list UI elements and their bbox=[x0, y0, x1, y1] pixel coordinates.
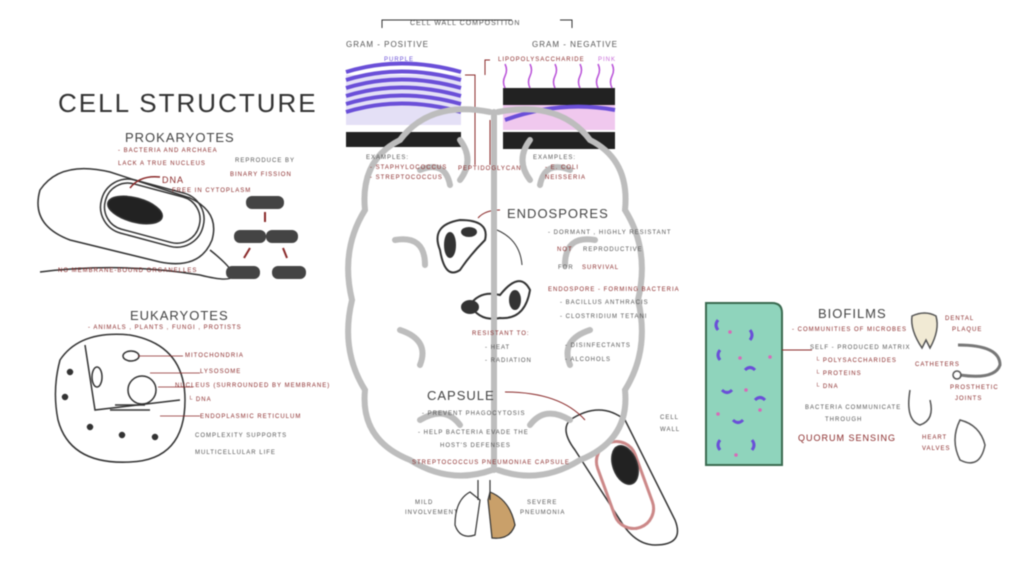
prokaryote-note: - bacteria and archaea bbox=[118, 148, 218, 154]
nucleus-label: nucleus (surrounded by membrane) bbox=[175, 383, 331, 389]
mitochondria-label: mitochondria bbox=[185, 353, 244, 359]
endospore-example: - Clostridium tetani bbox=[560, 314, 648, 320]
heart-valves-label: valves bbox=[922, 446, 951, 452]
capsule-bacterium-illustration bbox=[504, 391, 679, 546]
brain-outline-overlay bbox=[345, 106, 645, 479]
page-title: Cell Structure bbox=[58, 88, 318, 118]
severe-label: pneumonia bbox=[520, 510, 566, 516]
gram-positive-example: - Streptococcus bbox=[370, 175, 443, 181]
biofilm-note: self - produced matrix bbox=[810, 345, 911, 351]
endospores-heading: Endospores bbox=[507, 206, 609, 221]
endospore-forming-label: endospore - forming bacteria bbox=[548, 287, 680, 293]
gram-negative-label: Gram - Negative bbox=[532, 40, 618, 49]
purple-label: Purple bbox=[384, 57, 415, 63]
biofilms-heading: Biofilms bbox=[818, 306, 887, 321]
biofilm-note: through bbox=[825, 417, 863, 423]
severe-label: severe bbox=[527, 500, 558, 506]
gram-negative-example: - E. coli bbox=[545, 165, 580, 171]
nucleus-dna-label: └ DNA bbox=[188, 397, 212, 403]
capsule-note: - help bacteria evade the bbox=[418, 430, 529, 436]
examples-label: Examples: bbox=[533, 155, 577, 161]
prokaryote-note: lack a true nucleus bbox=[118, 161, 206, 167]
cell-wall-label: Cell bbox=[660, 415, 680, 421]
resistant-label: resistant to: bbox=[472, 331, 530, 337]
eukaryote-illustration bbox=[54, 333, 200, 463]
biofilm-illustration bbox=[705, 302, 812, 466]
prokaryotes-heading: Prokaryotes bbox=[125, 130, 235, 145]
endospore-illustration bbox=[436, 209, 532, 320]
endospore-example: - Bacillus anthracis bbox=[560, 300, 649, 306]
binary-fission-label: Binary Fission bbox=[230, 172, 292, 178]
endospore-note: - dormant , highly resistant bbox=[548, 230, 672, 236]
capsule-note: - prevent phagocytosis bbox=[422, 411, 526, 417]
organelles-note: no membrane-bound organelles bbox=[58, 268, 198, 274]
s-pneumoniae-label: Streptococcus pneumoniae capsule bbox=[412, 460, 570, 466]
resistance-item: - radiation bbox=[485, 358, 532, 364]
prokaryote-illustration bbox=[37, 167, 234, 280]
dental-plaque-label: dental bbox=[945, 316, 975, 322]
biofilm-note: bacteria communicate bbox=[805, 405, 902, 411]
er-label: endoplasmic reticulum bbox=[200, 414, 302, 420]
biofilm-note: - communities of microbes bbox=[792, 327, 907, 333]
medical-device-illustrations bbox=[908, 312, 1002, 464]
cell-wall-label: wall bbox=[660, 427, 681, 433]
capsule-heading: Capsule bbox=[427, 388, 495, 403]
endospore-note: reproductive bbox=[583, 247, 643, 253]
examples-label: Examples: bbox=[366, 155, 410, 161]
prosthetic-joints-label: prosthetic bbox=[950, 385, 999, 391]
pink-label: Pink bbox=[598, 57, 617, 63]
gram-negative-example: Neisseria bbox=[545, 175, 587, 181]
binary-fission-illustration bbox=[226, 196, 306, 279]
quorum-sensing-label: Quorum Sensing bbox=[798, 433, 897, 443]
reproduce-label: reproduce by bbox=[235, 158, 296, 164]
dental-plaque-label: plaque bbox=[952, 327, 983, 333]
matrix-item: └ DNA bbox=[815, 384, 839, 390]
gram-positive-example: - Staphylococcus bbox=[370, 165, 448, 171]
resistance-item: - disinfectants bbox=[565, 343, 631, 349]
capsule-note: host's defenses bbox=[440, 443, 511, 449]
mild-label: mild bbox=[415, 500, 434, 506]
dna-label: DNA bbox=[162, 175, 185, 185]
matrix-item: └ proteins bbox=[815, 371, 862, 377]
gram-positive-label: Gram - Positive bbox=[346, 40, 430, 49]
cell-wall-title: Cell Wall Composition bbox=[410, 20, 521, 27]
resistance-item: - heat bbox=[485, 345, 511, 351]
eukaryote-kingdoms: - animals , plants , fungi , protists bbox=[88, 325, 242, 331]
complexity-note: multicellular life bbox=[195, 450, 276, 456]
prosthetic-joints-label: joints bbox=[955, 396, 983, 402]
lungs-illustration bbox=[454, 480, 516, 539]
catheters-label: catheters bbox=[915, 362, 960, 368]
resistance-item: - alcohols bbox=[565, 357, 612, 363]
matrix-item: └ polysaccharides bbox=[815, 358, 897, 364]
endospore-note: for bbox=[558, 265, 574, 271]
eukaryotes-heading: Eukaryotes bbox=[130, 308, 229, 323]
endospore-note: survival bbox=[582, 265, 620, 271]
mild-label: involvement bbox=[405, 510, 459, 516]
peptidoglycan-label: Peptidoglycan bbox=[458, 166, 522, 172]
dna-note: free in cytoplasm bbox=[172, 188, 252, 194]
endospore-note: not bbox=[557, 247, 573, 253]
lysosome-label: lysosome bbox=[200, 369, 242, 375]
lps-label: Lipopolysaccharide bbox=[498, 57, 585, 63]
complexity-note: complexity supports bbox=[195, 433, 288, 439]
heart-valves-label: heart bbox=[922, 435, 948, 441]
